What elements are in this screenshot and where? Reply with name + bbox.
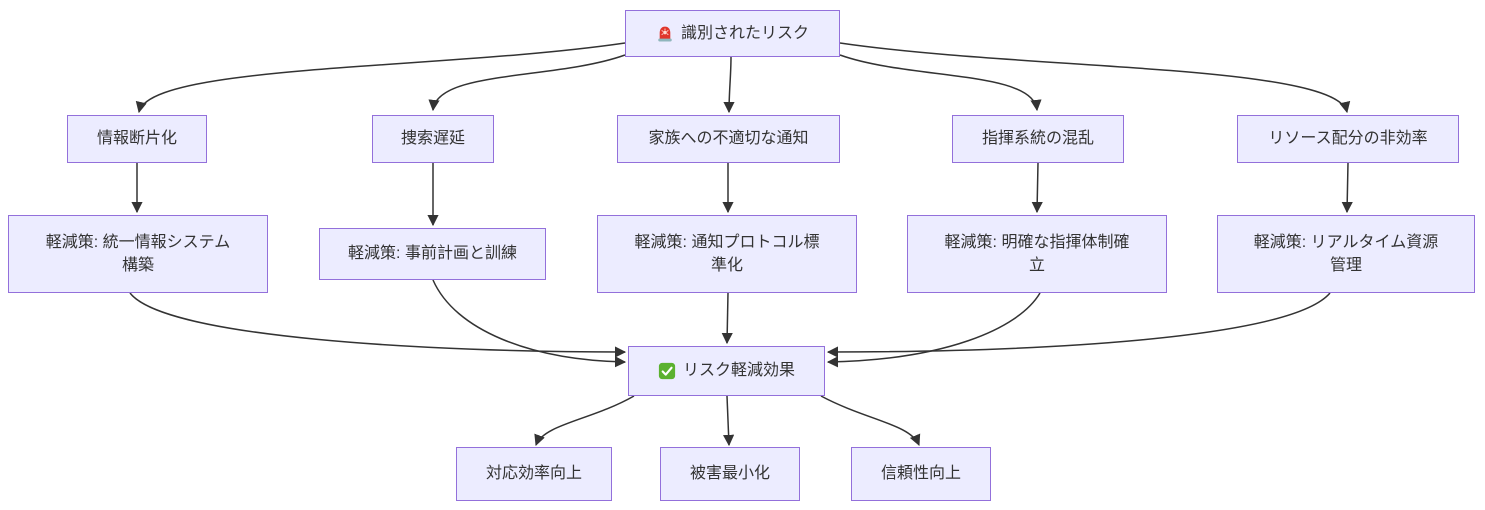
node-label: 被害最小化 — [689, 465, 770, 483]
node-mitigation-unified-info-system: 軽減策: 統一情報システム 構築 — [8, 215, 268, 293]
edge-mit5-effect — [826, 292, 1331, 358]
node-outcome-damage-minimization: 被害最小化 — [660, 447, 800, 501]
node-mitigation-notification-protocol: 軽減策: 通知プロトコル標 準化 — [597, 215, 857, 293]
node-label: 軽減策: リアルタイム資源 管理 — [1253, 233, 1439, 274]
node-label: リスク軽減効果 — [682, 362, 795, 380]
edge-root-risk4 — [839, 54, 1042, 112]
node-mitigation-realtime-resource: 軽減策: リアルタイム資源 管理 — [1217, 215, 1475, 293]
node-label: 軽減策: 統一情報システム 構築 — [45, 233, 231, 274]
node-label: 識別されたリスク — [680, 24, 809, 42]
edge-mit4-effect — [826, 292, 1041, 368]
edge-effect-out3 — [820, 395, 921, 447]
edge-effect-out2 — [722, 395, 735, 447]
node-label: 軽減策: 通知プロトコル標 準化 — [634, 233, 820, 274]
node-label: 軽減策: 明確な指揮体制確 立 — [944, 233, 1130, 274]
edge-mit1-effect — [129, 292, 627, 358]
edge-root-risk1 — [135, 42, 626, 114]
node-label: 家族への不適切な通知 — [648, 130, 809, 148]
node-mitigation-planning-training: 軽減策: 事前計画と訓練 — [319, 228, 546, 280]
edge-mit3-effect — [721, 292, 733, 345]
node-risk-mitigation-effect: リスク軽減効果 — [628, 346, 825, 396]
node-label: 対応効率向上 — [485, 465, 582, 483]
node-label: リソース配分の非効率 — [1268, 130, 1428, 148]
check-mark-icon — [658, 362, 676, 380]
node-risk-command-confusion: 指揮系統の混乱 — [952, 115, 1124, 163]
edge-root-risk5 — [839, 42, 1351, 114]
node-mitigation-clear-command: 軽減策: 明確な指揮体制確 立 — [907, 215, 1167, 293]
node-outcome-reliability-improvement: 信頼性向上 — [851, 447, 991, 501]
node-label: 信頼性向上 — [880, 465, 961, 483]
edge-risk4-mit4 — [1031, 162, 1043, 214]
node-risk-resource-inefficiency: リソース配分の非効率 — [1237, 115, 1459, 163]
node-risk-family-notification: 家族への不適切な通知 — [617, 115, 840, 163]
edge-root-risk2 — [428, 54, 626, 112]
node-label: 捜索遅延 — [400, 130, 465, 148]
node-risk-info-fragmentation: 情報断片化 — [67, 115, 207, 163]
edge-effect-out1 — [534, 395, 635, 447]
edge-risk5-mit5 — [1341, 162, 1353, 214]
node-label: 指揮系統の混乱 — [981, 130, 1094, 148]
rotating-light-icon — [656, 25, 674, 43]
edge-root-risk3 — [723, 56, 735, 114]
node-label: 情報断片化 — [96, 130, 177, 148]
node-label: 軽減策: 事前計画と訓練 — [348, 245, 517, 263]
node-risk-search-delay: 捜索遅延 — [372, 115, 494, 163]
node-identified-risks: 識別されたリスク — [625, 10, 840, 57]
node-outcome-response-efficiency: 対応効率向上 — [456, 447, 612, 501]
